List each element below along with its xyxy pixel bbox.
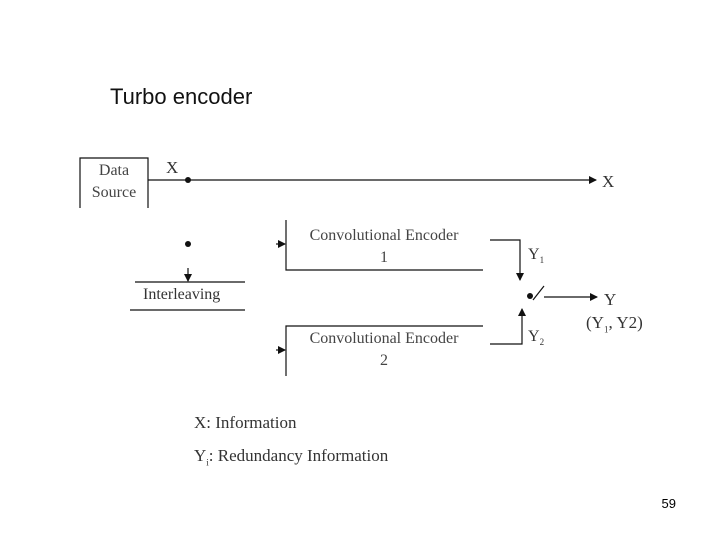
switch-pivot <box>527 293 533 299</box>
legend-yi-redundancy: Yi: Redundancy Information <box>194 446 388 467</box>
y2-line <box>490 308 526 345</box>
x-input-label: X <box>166 158 179 177</box>
legend-yi-sub: i <box>206 457 209 468</box>
y1-sub: 1 <box>539 255 545 266</box>
y2-sub: 2 <box>539 337 545 348</box>
data-source-label: Data Source <box>82 160 146 204</box>
page-number: 59 <box>661 496 676 511</box>
legend-yi-text: : Redundancy Information <box>208 446 389 465</box>
data-source-line2: Source <box>91 184 137 201</box>
encoder1-line2: 1 <box>380 249 388 266</box>
encoder1-label: Convolutional Encoder 1 <box>286 225 482 269</box>
y1-letter: Y <box>528 246 540 263</box>
branch-dot <box>185 241 191 247</box>
legend-x-information: X: Information <box>194 413 297 432</box>
y1-line <box>490 239 524 281</box>
encoder2-box <box>285 325 483 376</box>
y1-label: Y1 <box>528 246 544 265</box>
data-source-box <box>79 157 149 208</box>
switch-arm <box>532 285 545 301</box>
y-combo-sub: 1 <box>603 324 609 335</box>
encoder2-line2: 2 <box>380 352 388 369</box>
interleaving-label: Interleaving <box>143 286 221 303</box>
y-combo-label: (Y1, Y2) <box>586 313 643 334</box>
encoder1-box <box>285 220 483 271</box>
encoder2-label: Convolutional Encoder 2 <box>286 328 482 372</box>
encoder1-line1: Convolutional Encoder <box>309 227 459 244</box>
legend-yi-letter: Y <box>194 446 207 465</box>
encoder2-line1: Convolutional Encoder <box>309 330 459 347</box>
y2-label: Y2 <box>528 328 544 347</box>
slide-title: Turbo encoder <box>110 84 253 109</box>
x-branch-dot <box>185 177 191 183</box>
y-output-label: Y <box>604 290 617 309</box>
y-combo-open: (Y <box>586 313 604 332</box>
y2-letter: Y <box>528 328 540 345</box>
y-combo-rest: , Y2) <box>608 313 643 332</box>
x-output-label: X <box>602 172 615 191</box>
data-source-line1: Data <box>98 162 130 179</box>
